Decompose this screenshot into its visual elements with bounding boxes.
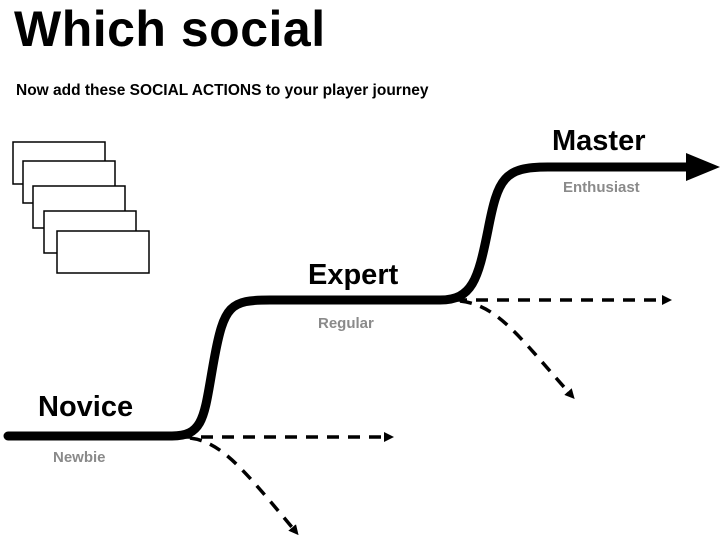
- journey-path: [3, 162, 695, 441]
- dashed-branch-down: [189, 436, 299, 536]
- page-subtitle: Now add these SOCIAL ACTIONS to your pla…: [16, 82, 429, 99]
- arrowhead-icon: [686, 153, 720, 181]
- stage-label-expert: Expert: [308, 259, 399, 291]
- stage-sublabel-enthusiast: Enthusiast: [563, 179, 640, 196]
- card-stack-icon: [12, 141, 150, 274]
- page-title: Which social: [14, 1, 326, 57]
- stage-sublabel-newbie: Newbie: [53, 449, 106, 466]
- dashed-branch-down: [459, 299, 575, 399]
- card: [56, 230, 150, 274]
- stage-label-master: Master: [552, 125, 646, 157]
- stage-label-novice: Novice: [38, 391, 134, 423]
- stage-sublabel-regular: Regular: [318, 315, 374, 332]
